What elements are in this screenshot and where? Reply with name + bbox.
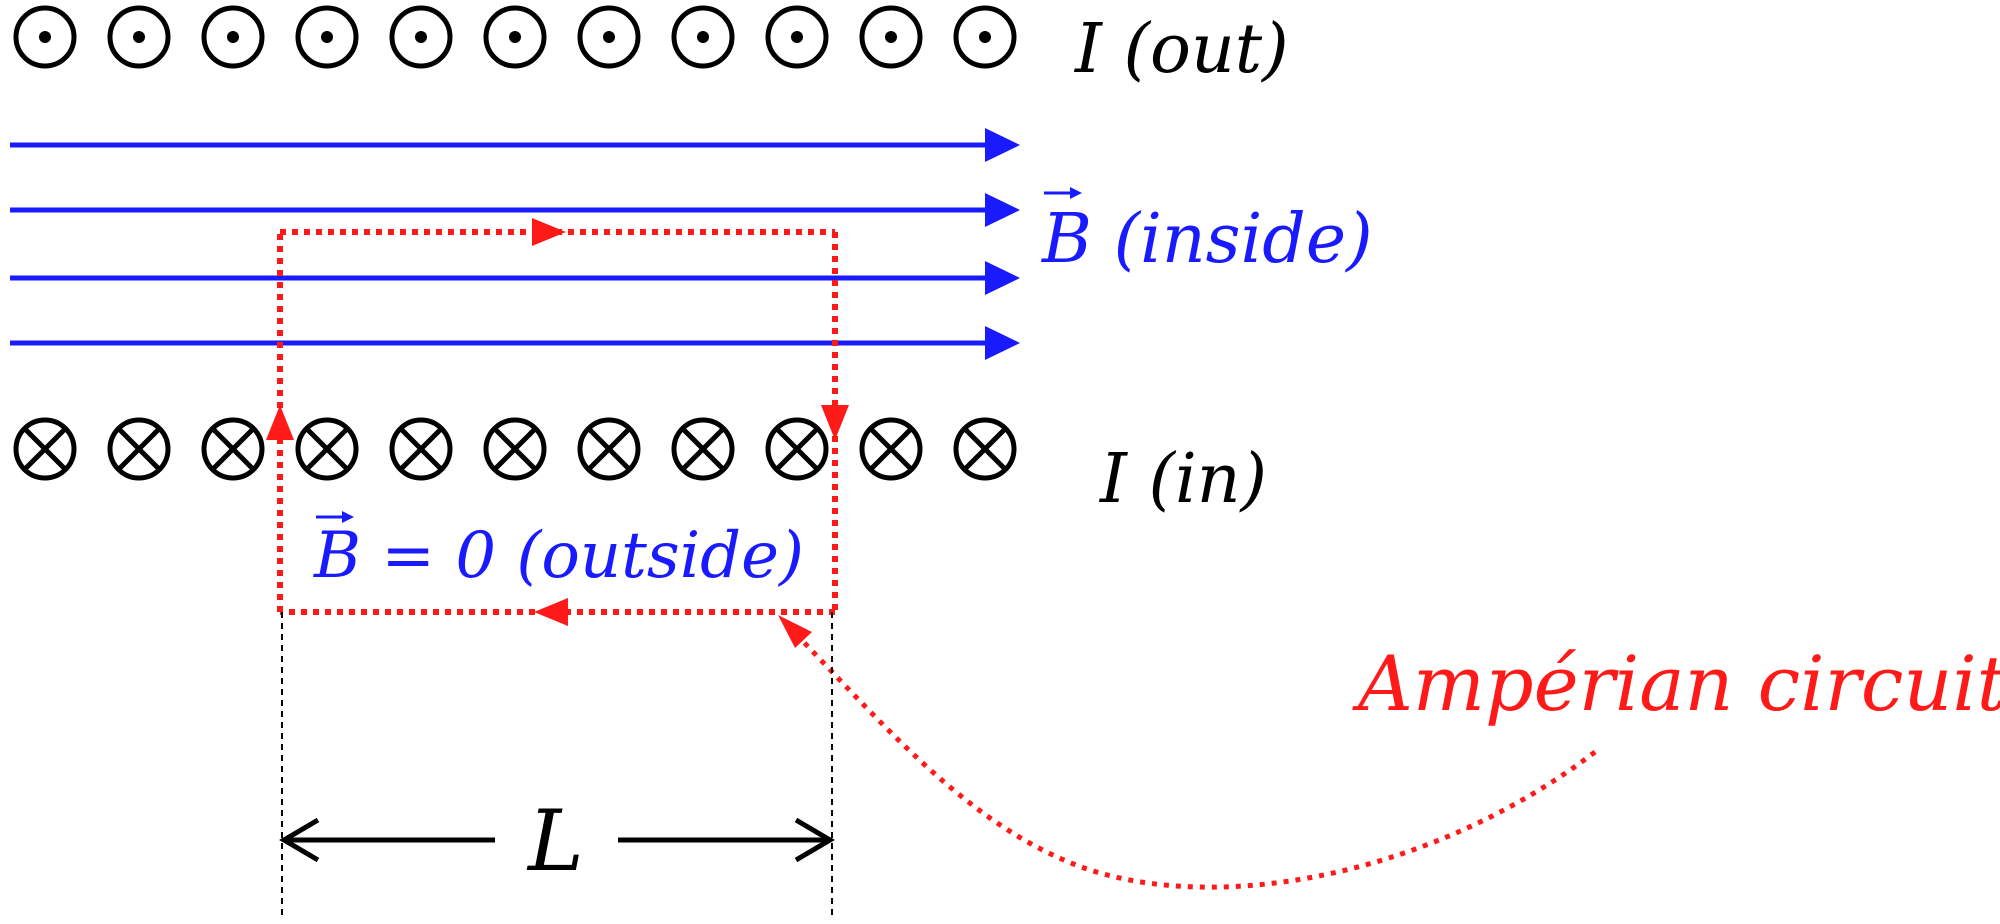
current-in-symbol bbox=[577, 417, 641, 481]
length-label: L bbox=[526, 792, 584, 890]
current-in-row bbox=[13, 417, 1017, 481]
circuit-pointer-curve bbox=[788, 626, 1597, 890]
field-arrowhead-3 bbox=[985, 261, 1020, 295]
loop-arrow-up bbox=[266, 405, 294, 440]
current-out-symbol bbox=[295, 5, 359, 69]
dimension-arrow-right bbox=[794, 817, 835, 863]
current-out-symbol bbox=[859, 5, 923, 69]
field-inside-label: B (inside) bbox=[1040, 200, 1373, 279]
current-in-symbol bbox=[201, 417, 265, 481]
current-out-symbol bbox=[671, 5, 735, 69]
current-out-row bbox=[13, 5, 1017, 69]
field-outside-label: B = 0 (outside) bbox=[313, 519, 804, 593]
current-out-label: I (out) bbox=[1073, 10, 1289, 89]
vector-accent-inside bbox=[1044, 187, 1082, 199]
loop-arrow-right bbox=[532, 218, 566, 246]
current-in-symbol bbox=[389, 417, 453, 481]
field-arrowhead-4 bbox=[985, 326, 1020, 360]
current-out-symbol bbox=[953, 5, 1017, 69]
field-arrowhead-2 bbox=[985, 193, 1020, 227]
current-out-symbol bbox=[483, 5, 547, 69]
loop-arrow-down bbox=[821, 405, 849, 440]
current-out-symbol bbox=[107, 5, 171, 69]
current-out-symbol bbox=[577, 5, 641, 69]
loop-arrow-left bbox=[534, 598, 568, 626]
field-lines bbox=[10, 128, 1020, 360]
current-out-symbol bbox=[389, 5, 453, 69]
current-in-symbol bbox=[765, 417, 829, 481]
loop-direction-arrows bbox=[266, 218, 849, 626]
current-in-symbol bbox=[483, 417, 547, 481]
current-out-symbol bbox=[765, 5, 829, 69]
current-in-symbol bbox=[107, 417, 171, 481]
length-dimension bbox=[279, 612, 835, 920]
current-out-symbol bbox=[201, 5, 265, 69]
current-in-symbol bbox=[13, 417, 77, 481]
dimension-arrow-left bbox=[279, 817, 320, 863]
circuit-pointer-arrowhead bbox=[778, 615, 812, 648]
current-in-symbol bbox=[295, 417, 359, 481]
current-in-symbol bbox=[953, 417, 1017, 481]
field-arrowhead-1 bbox=[985, 128, 1020, 162]
current-in-label: I (in) bbox=[1098, 440, 1267, 519]
vector-accent-outside bbox=[316, 511, 354, 523]
current-out-symbol bbox=[13, 5, 77, 69]
current-in-symbol bbox=[859, 417, 923, 481]
current-in-symbol bbox=[671, 417, 735, 481]
amperian-circuit-label: Ampérian circuit bbox=[1352, 639, 2000, 728]
